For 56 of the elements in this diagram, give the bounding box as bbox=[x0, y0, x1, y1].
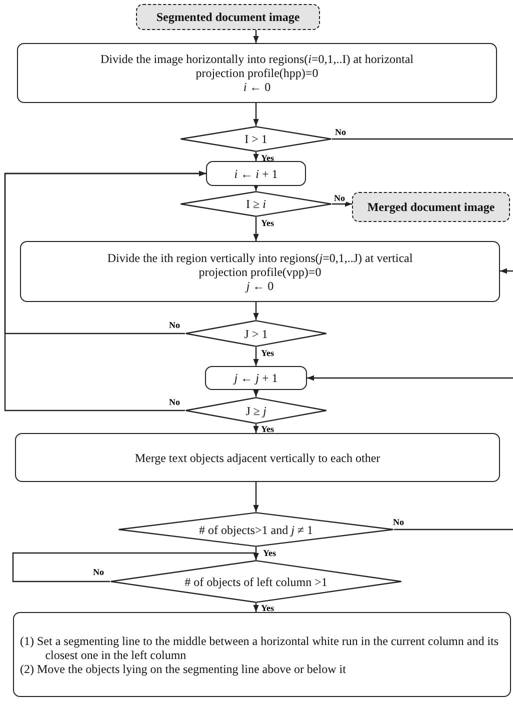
decision-diamond bbox=[185, 397, 327, 424]
edge-label: No bbox=[168, 397, 181, 407]
decision-diamond bbox=[118, 512, 394, 547]
edge-label: Yes bbox=[260, 348, 275, 358]
node-text: J > 1 bbox=[244, 326, 268, 340]
node-text: Merged document image bbox=[367, 200, 495, 214]
node-text: i ← i + 1 bbox=[234, 166, 278, 180]
edge-label: Yes bbox=[262, 548, 277, 558]
process-box bbox=[206, 161, 306, 186]
decision-diamond bbox=[110, 560, 402, 603]
node-text: j ← j + 1 bbox=[234, 371, 278, 385]
arrow bbox=[4, 170, 206, 412]
arrow bbox=[253, 184, 259, 191]
node-text: I ≥ i bbox=[246, 197, 266, 211]
decision-diamond bbox=[180, 126, 332, 152]
arrow bbox=[253, 603, 259, 612]
node-text: Merge text objects adjacent vertically to each other bbox=[134, 450, 380, 464]
node-text: # of objects of left column >1 bbox=[184, 574, 328, 588]
node-text: I > 1 bbox=[244, 132, 268, 146]
edge-label: No bbox=[333, 193, 346, 203]
edge-label: No bbox=[334, 127, 347, 137]
process-box bbox=[17, 43, 497, 103]
decision-diamond bbox=[180, 191, 332, 217]
edge-label: Yes bbox=[260, 603, 275, 613]
arrow bbox=[332, 201, 352, 207]
process-box bbox=[13, 612, 511, 697]
process-box bbox=[352, 192, 510, 222]
arrow bbox=[253, 424, 259, 433]
process-box bbox=[15, 433, 500, 482]
arrow bbox=[253, 217, 259, 241]
edge-label: Yes bbox=[260, 218, 275, 228]
arrow bbox=[12, 552, 259, 582]
arrow bbox=[253, 302, 259, 320]
arrow bbox=[307, 375, 513, 381]
node-text: Segmented document image bbox=[156, 10, 300, 24]
edge-label: Yes bbox=[260, 424, 275, 434]
arrow bbox=[500, 268, 513, 274]
arrow bbox=[253, 347, 259, 366]
edge-label: No bbox=[168, 320, 181, 330]
node-text: (2) Move the objects lying on the segmenting line above or below it bbox=[20, 662, 346, 676]
node-text: # of objects>1 and j ≠ 1 bbox=[198, 522, 314, 536]
arrow bbox=[253, 390, 259, 397]
node-text: i ← 0 bbox=[243, 80, 271, 94]
process-box bbox=[205, 366, 307, 390]
arrow bbox=[253, 482, 259, 512]
edge-label: No bbox=[92, 567, 105, 577]
edge-label: No bbox=[392, 517, 405, 527]
arrow bbox=[253, 152, 259, 161]
node-text: j ← 0 bbox=[246, 278, 274, 292]
decision-diamond bbox=[185, 320, 327, 347]
process-box bbox=[136, 4, 320, 30]
arrow bbox=[253, 30, 259, 43]
node-text: (1) Set a segmenting line to the middle between a horizontal white run in the current column and its closest one in the left column bbox=[20, 634, 500, 662]
process-box bbox=[20, 241, 500, 302]
node-text: J ≥ j bbox=[246, 404, 266, 418]
arrow bbox=[253, 103, 259, 126]
